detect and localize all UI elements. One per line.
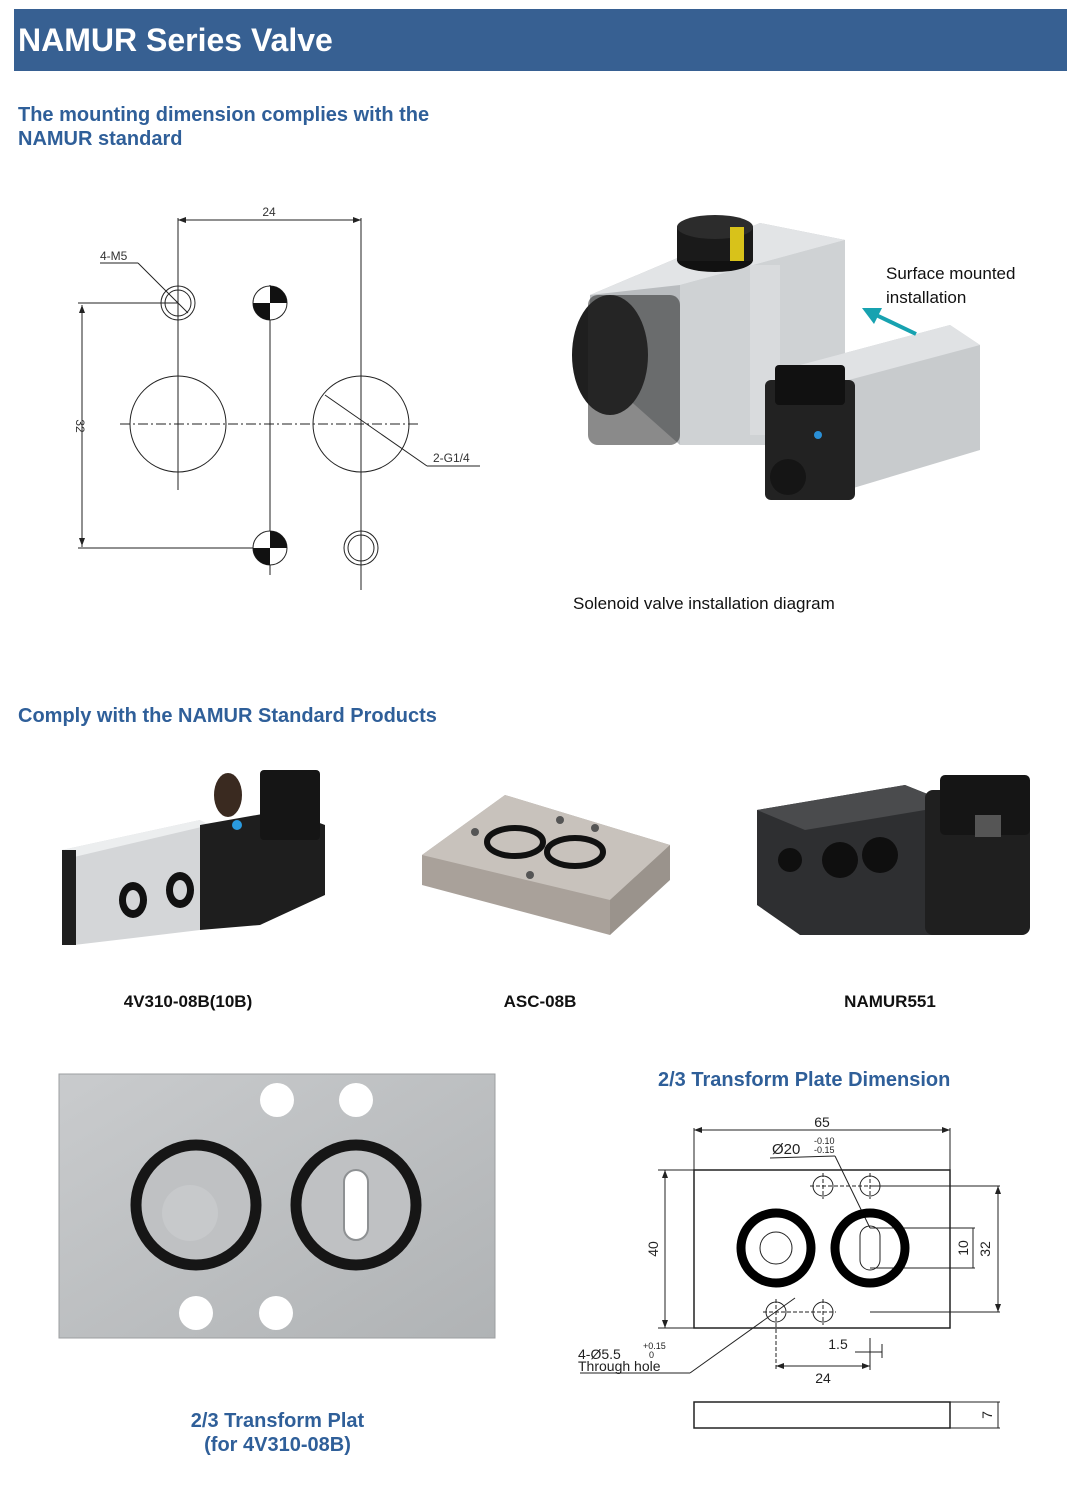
dim-32-label: 32 [977,1241,993,1257]
surface-mount-callout: Surface mounted installation [886,262,1015,310]
transform-plate-caption-line2: (for 4V310-08B) [204,1434,351,1456]
port-label: 2-G1/4 [433,451,470,465]
mounting-heading: The mounting dimension complies with the… [18,103,429,151]
dim-32-label: 32 [73,419,87,433]
mounting-dimension-diagram: 24 32 4-M5 2-G1/4 [73,205,480,590]
bore-tol-upper: -0.10 [814,1136,835,1146]
callout-line1: Surface mounted [886,264,1016,283]
locating-mark-bottom [252,530,288,566]
through-hole-note: Through hole [578,1358,661,1374]
dimension-title: 2/3 Transform Plate Dimension [658,1069,951,1091]
hole-label: 4-Ø5.5 [578,1346,621,1362]
product-name-namur551: NAMUR551 [844,992,936,1011]
product-photo-4v310 [62,770,325,945]
dim-24-label: 24 [262,205,276,219]
product-name-asc08b: ASC-08B [503,992,577,1011]
dim-40-label: 40 [645,1241,661,1257]
dim-7-label: 7 [979,1411,995,1419]
transform-plate-dimension-drawing: 65 Ø20 -0.10 -0.15 40 10 32 1.5 24 4-Ø5.… [578,1114,1001,1429]
dim-10-label: 10 [955,1240,971,1256]
transform-plate-caption: 2/3 Transform Plat (for 4V310-08B) [110,1409,445,1457]
hole-tol-lower: 0 [649,1350,654,1360]
product-photo-namur551 [757,775,1030,935]
product-photo-asc08b [422,795,670,935]
title-banner [14,9,1067,71]
hole-tol-upper: +0.15 [643,1341,666,1351]
thread-label: 4-M5 [100,249,128,263]
dim-24-label: 24 [815,1370,831,1386]
dim-1-5-label: 1.5 [828,1336,848,1352]
dim-65-label: 65 [814,1114,830,1130]
locating-mark-top [252,285,288,321]
mounting-heading-line1: The mounting dimension complies with the [18,104,430,126]
installation-diagram-caption: Solenoid valve installation diagram [573,594,835,613]
callout-arrow-icon [862,308,917,336]
products-heading: Comply with the NAMUR Standard Products [18,705,437,727]
actuator-with-valve-photo [572,215,980,500]
transform-plate-caption-line1: 2/3 Transform Plat [190,1410,365,1432]
callout-line2: installation [886,288,967,307]
product-name-4v310: 4V310-08B(10B) [123,992,253,1011]
bore-label: Ø20 [772,1141,800,1158]
transform-plate-photo [58,1073,496,1339]
bore-tol-lower: -0.15 [814,1145,835,1155]
mounting-heading-line2: NAMUR standard [18,128,183,150]
page-title: NAMUR Series Valve [18,22,333,58]
